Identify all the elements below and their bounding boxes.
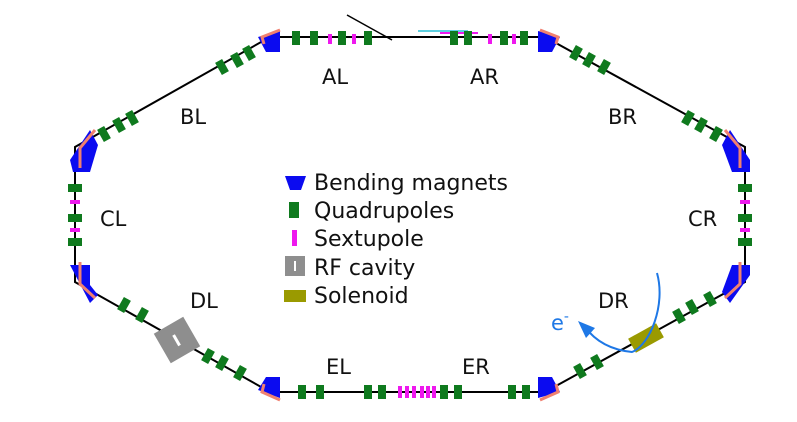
legend-rf-label: RF cavity (314, 256, 415, 281)
sextupoles (70, 34, 750, 398)
label-cl: CL (100, 207, 127, 231)
legend: Bending magnets Quadrupoles Sextupole RF… (284, 171, 508, 309)
legend-quad-label: Quadrupoles (314, 199, 454, 224)
quadrupoles (68, 31, 752, 399)
electron-arrowhead (578, 321, 595, 338)
bending-magnet-bottom-left (258, 377, 280, 398)
label-bl: BL (180, 105, 206, 129)
legend-sext-label: Sextupole (314, 227, 424, 252)
rf-cavity (153, 316, 201, 364)
injection-line (346, 14, 393, 41)
bending-magnet-icon (285, 176, 306, 190)
electron-base: e (551, 311, 564, 335)
label-dr: DR (598, 289, 629, 313)
bending-magnet-left-upper (70, 130, 98, 172)
rf-cavity-icon-slot (294, 261, 296, 271)
label-el: EL (326, 355, 351, 379)
sextupole-icon (292, 230, 297, 246)
electron-trajectory (584, 272, 661, 354)
electron-sup: - (564, 309, 569, 325)
label-al: AL (322, 65, 348, 89)
label-dl: DL (190, 289, 218, 313)
quadrupole-icon (289, 202, 299, 218)
bending-magnet-right-upper (722, 130, 750, 172)
electron-label: e- (551, 309, 569, 335)
label-er: ER (462, 355, 490, 379)
solenoid-icon (284, 290, 306, 302)
label-br: BR (608, 105, 637, 129)
label-cr: CR (688, 207, 717, 231)
bend-shells (78, 28, 742, 402)
label-ar: AR (470, 65, 499, 89)
legend-sol-label: Solenoid (314, 284, 409, 309)
bending-magnets (70, 31, 750, 398)
legend-bend-label: Bending magnets (314, 171, 508, 196)
